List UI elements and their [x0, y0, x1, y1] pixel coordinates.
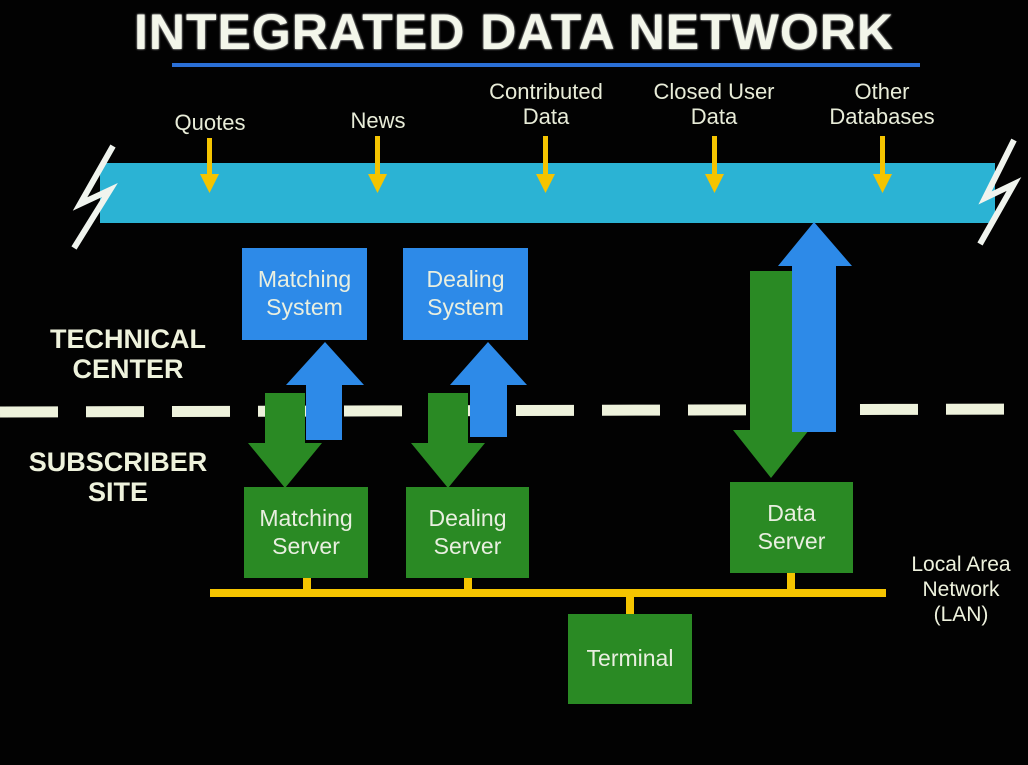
dealing-server-label: Dealing Server: [428, 504, 507, 559]
matching-up-arrow: [286, 342, 364, 440]
lan-label: Local Area Network (LAN): [911, 553, 1011, 627]
source-arrow-closed-user-data: [705, 136, 724, 193]
data-down-arrow: [733, 271, 809, 478]
matching-down-arrow: [248, 393, 322, 488]
dealing-up-arrow: [450, 342, 527, 437]
title-underline: [172, 63, 920, 67]
data-server-label: Data Server: [757, 499, 826, 554]
source-label-news: News: [350, 108, 406, 133]
matching-system-label: Matching System: [257, 266, 352, 320]
site-divider: [0, 403, 1028, 418]
source-label-contributed-data: Contributed Data: [489, 79, 603, 129]
matching-server-box: Matching Server: [244, 487, 368, 578]
dealing-down-arrow: [411, 393, 485, 488]
dealing-system-box: Dealing System: [403, 248, 528, 340]
dealing-server-box: Dealing Server: [406, 487, 529, 578]
source-label-other-databases: Other Databases: [829, 79, 935, 129]
terminal-label: Terminal: [586, 645, 674, 672]
lan-bus: [210, 589, 886, 597]
matching-server-label: Matching Server: [259, 504, 353, 559]
lan-drop-dealing: [464, 576, 472, 591]
diagram-title: INTEGRATED DATA NETWORK: [134, 4, 894, 60]
lightning-left-icon: [71, 144, 118, 250]
source-arrow-quotes: [200, 138, 219, 193]
source-arrow-other-databases: [873, 136, 892, 193]
source-label-quotes: Quotes: [174, 110, 246, 135]
zone-label-subscriber-site: SUBSCRIBER SITE: [28, 447, 208, 508]
source-arrow-news: [368, 136, 387, 193]
lightning-right-icon: [977, 138, 1022, 246]
data-server-box: Data Server: [730, 482, 853, 573]
zone-label-technical-center: TECHNICAL CENTER: [50, 324, 206, 385]
matching-system-box: Matching System: [242, 248, 367, 340]
lan-drop-data: [787, 572, 795, 591]
dealing-system-label: Dealing System: [426, 266, 505, 320]
lan-drop-terminal: [626, 595, 634, 615]
data-up-arrow: [778, 222, 852, 432]
terminal-box: Terminal: [568, 614, 692, 704]
source-label-closed-user-data: Closed User Data: [653, 79, 775, 129]
source-arrow-contributed-data: [536, 136, 555, 193]
lan-drop-matching: [303, 576, 311, 591]
